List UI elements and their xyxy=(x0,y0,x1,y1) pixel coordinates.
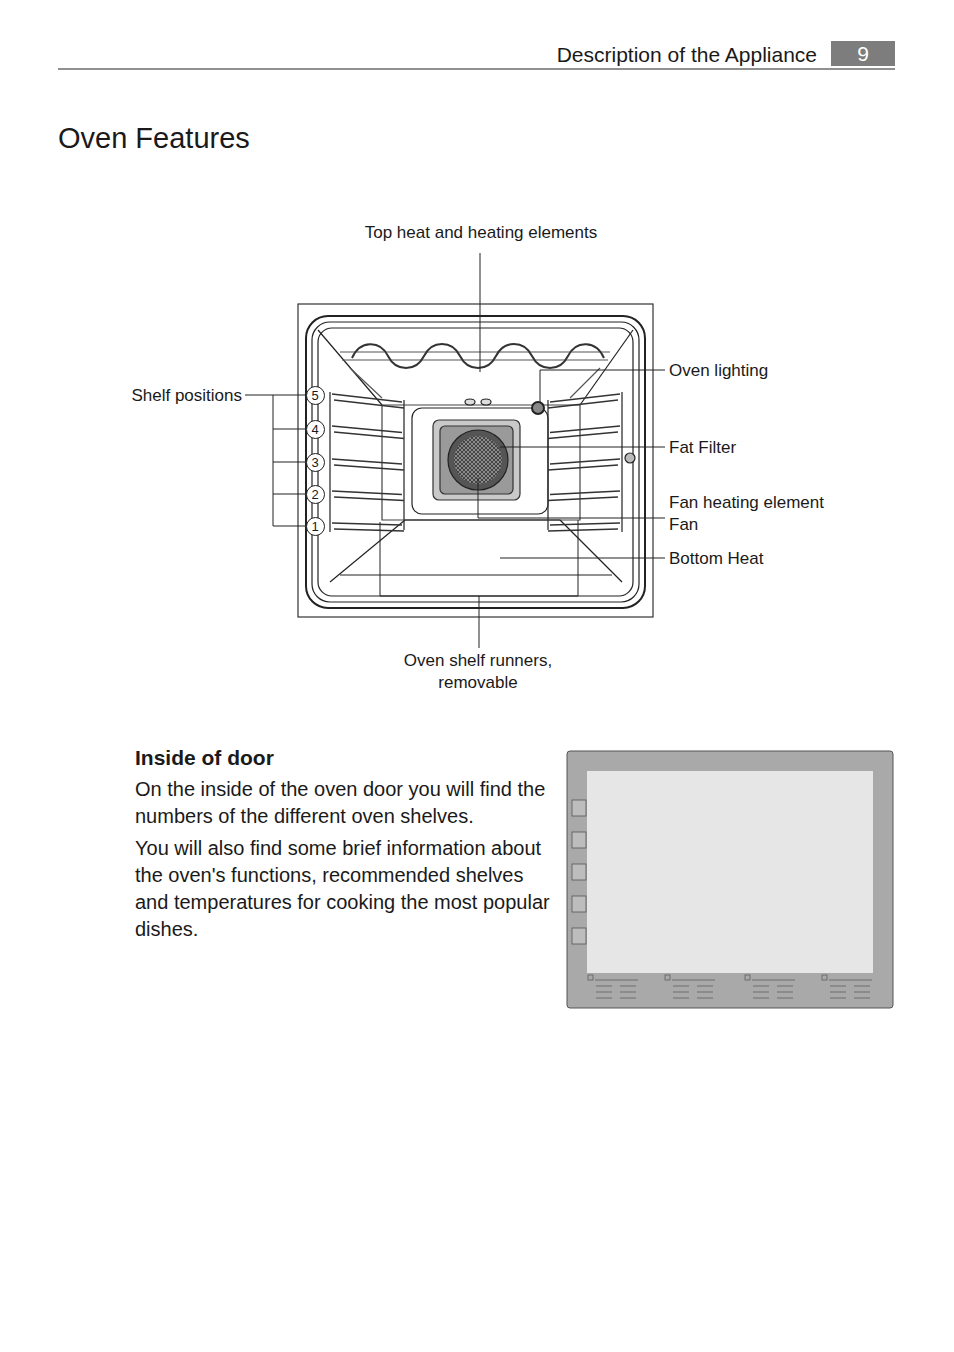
part-label: Oven lighting xyxy=(669,360,768,382)
shelf-position-circle: 5 xyxy=(306,386,325,405)
body-text: On the inside of the oven door you will … xyxy=(135,776,550,830)
shelf-position-circle: 3 xyxy=(306,453,325,472)
part-label: Fan heating element xyxy=(669,492,824,514)
page-number: 9 xyxy=(857,43,869,64)
header-rule xyxy=(58,69,895,70)
page-number-box: 9 xyxy=(831,41,895,66)
page-title: Oven Features xyxy=(58,121,250,156)
leader-lines xyxy=(245,253,665,648)
part-label: Top heat and heating elements xyxy=(365,222,598,244)
callout-number: 4 xyxy=(311,423,318,436)
shelf-position-circle: 2 xyxy=(306,485,325,504)
callout-number: 3 xyxy=(311,456,318,469)
part-label: Fan xyxy=(669,514,698,536)
shelf-position-circle: 1 xyxy=(306,517,325,536)
oven-cavity xyxy=(298,304,653,617)
section-heading: Inside of door xyxy=(135,744,274,771)
part-label: Bottom Heat xyxy=(669,548,764,570)
part-label: Oven shelf runners, removable xyxy=(393,650,563,694)
callout-number: 5 xyxy=(311,389,318,402)
door-illustration xyxy=(567,751,893,1008)
part-label: Fat Filter xyxy=(669,437,736,459)
shelf-runners xyxy=(330,392,622,532)
callout-number: 1 xyxy=(311,520,318,533)
part-label: Shelf positions xyxy=(131,385,242,407)
body-text: You will also find some brief informatio… xyxy=(135,835,550,943)
callout-number: 2 xyxy=(311,488,318,501)
shelf-position-circle: 4 xyxy=(306,420,325,439)
running-header: Description of the Appliance xyxy=(557,41,817,68)
